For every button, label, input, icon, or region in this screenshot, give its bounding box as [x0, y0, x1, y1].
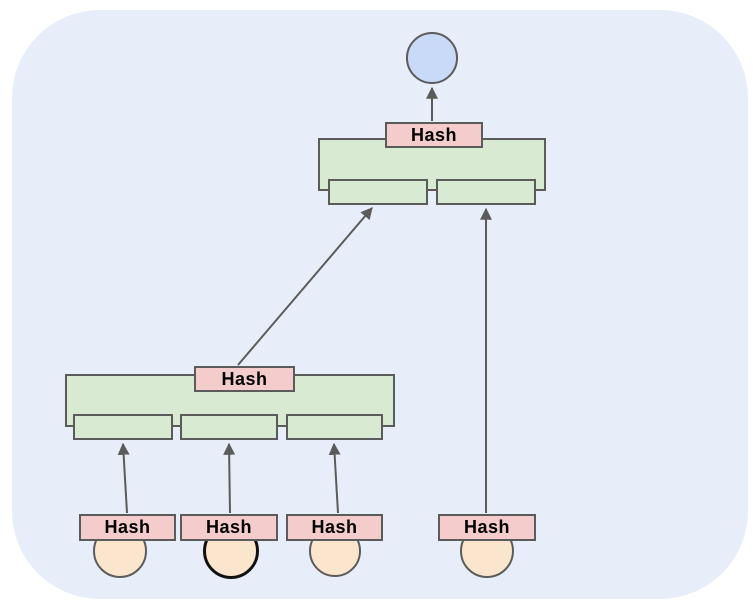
leaf-hash-label-4: Hash	[438, 514, 536, 541]
leaf-hash-label-2: Hash	[180, 514, 278, 541]
root-hash-circle	[406, 32, 458, 84]
top-child-slot-1	[328, 179, 428, 205]
diagram-background	[12, 10, 748, 599]
top-hash-label: Hash	[385, 122, 483, 148]
mid-hash-label: Hash	[194, 366, 295, 392]
top-child-slot-2	[436, 179, 536, 205]
mid-child-slot-1	[73, 414, 173, 440]
leaf-hash-label-1: Hash	[79, 514, 176, 541]
leaf-hash-label-3: Hash	[286, 514, 383, 541]
mid-child-slot-3	[286, 414, 383, 440]
mid-child-slot-2	[180, 414, 278, 440]
